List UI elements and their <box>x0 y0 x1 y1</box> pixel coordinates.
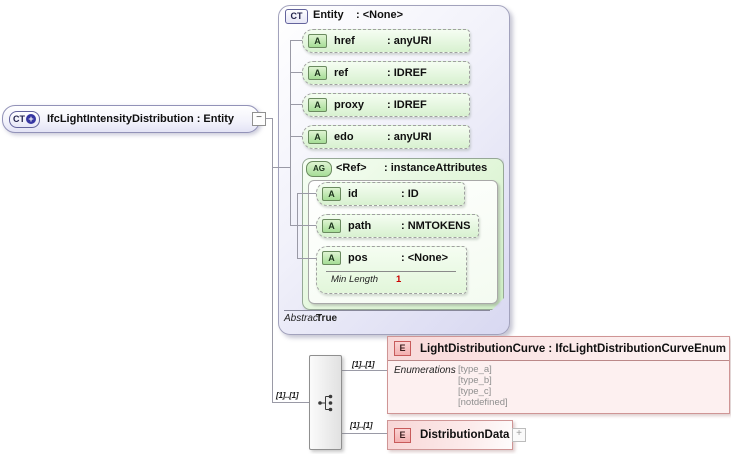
element-node-light-distribution-curve[interactable]: E LightDistributionCurve : IfcLightDistr… <box>387 336 730 414</box>
attribute-name: ref <box>334 67 349 79</box>
attribute-type: : <None> <box>401 252 449 264</box>
abstract-value: True <box>316 313 338 324</box>
attribute-node-ref[interactable]: A ref : IDREF <box>302 61 470 85</box>
enumeration-value: [notdefined] <box>458 397 508 408</box>
connector-line <box>297 258 318 259</box>
attribute-node-proxy[interactable]: A proxy : IDREF <box>302 93 470 117</box>
attribute-group-type: : instanceAttributes <box>384 162 488 174</box>
attribute-type: : IDREF <box>387 99 427 111</box>
element-node-distribution-data[interactable]: E DistributionData <box>387 420 513 450</box>
cardinality-label: [1]..[1] <box>352 360 375 369</box>
enumeration-value: [type_b] <box>458 375 492 386</box>
ct-badge: CT <box>285 9 308 24</box>
attribute-name: href <box>334 35 355 47</box>
attribute-node-edo[interactable]: A edo : anyURI <box>302 125 470 149</box>
facet-value: 1 <box>396 274 402 285</box>
element-title: LightDistributionCurve : IfcLightDistrib… <box>420 342 727 355</box>
cardinality-label: [1]..[1] <box>350 421 373 430</box>
attribute-type: : NMTOKENS <box>401 220 471 232</box>
connector-line <box>290 104 304 105</box>
attribute-type: : anyURI <box>387 35 432 47</box>
attribute-name: path <box>348 220 372 232</box>
complex-type-icon: CT + <box>9 110 40 128</box>
attribute-type: : IDREF <box>387 67 427 79</box>
connector-line <box>340 370 387 371</box>
attribute-name: proxy <box>334 99 364 111</box>
connector-line <box>290 225 298 226</box>
entity-name: Entity <box>313 9 344 21</box>
element-header: E LightDistributionCurve : IfcLightDistr… <box>388 337 729 361</box>
sequence-icon <box>317 394 332 411</box>
connector-line <box>290 72 304 73</box>
connector-line <box>340 433 387 434</box>
plus-circle-icon: + <box>26 114 36 124</box>
attribute-icon: A <box>322 187 341 201</box>
attribute-node-id[interactable]: A id : ID <box>316 182 465 206</box>
connector-line <box>272 167 291 168</box>
connector-line <box>272 118 273 403</box>
element-title: DistributionData <box>420 429 510 441</box>
element-title: IfcLightIntensityDistribution : Entity <box>47 113 234 125</box>
cardinality-label: [1]..[1] <box>276 391 299 400</box>
attribute-type: : ID <box>401 188 419 200</box>
sequence-compositor[interactable] <box>309 355 342 450</box>
attribute-group-name: <Ref> <box>336 162 367 174</box>
attribute-node-href[interactable]: A href : anyURI <box>302 29 470 53</box>
attribute-node-pos[interactable]: A pos : <None> Min Length 1 <box>316 246 467 294</box>
facet-label: Min Length <box>331 274 379 285</box>
attribute-node-path[interactable]: A path : NMTOKENS <box>316 214 479 238</box>
attribute-name: edo <box>334 131 354 143</box>
expand-button[interactable]: + <box>512 428 526 442</box>
entity-base-type: : <None> <box>356 9 404 21</box>
abstract-separator <box>284 310 490 311</box>
element-icon: E <box>394 427 411 443</box>
attribute-name: pos <box>348 252 368 264</box>
connector-line <box>272 402 309 403</box>
connector-line <box>290 136 304 137</box>
connector-line <box>297 225 318 226</box>
attribute-icon: A <box>308 130 327 144</box>
connector-line <box>290 40 291 226</box>
enumerations-label: Enumerations <box>394 365 456 376</box>
attribute-icon: A <box>308 34 327 48</box>
attribute-icon: A <box>322 219 341 233</box>
connector-line <box>264 118 273 119</box>
ct-badge-label: CT <box>13 114 25 124</box>
attribute-group-icon: AG <box>306 161 332 177</box>
connector-line <box>290 40 304 41</box>
enumeration-value: [type_c] <box>458 386 492 397</box>
attribute-icon: A <box>308 98 327 112</box>
enumeration-value: [type_a] <box>458 364 492 375</box>
abstract-label: Abstract <box>284 313 321 324</box>
complex-type-element-node[interactable]: CT + IfcLightIntensityDistribution : Ent… <box>2 105 260 133</box>
connector-line <box>297 193 318 194</box>
collapse-button[interactable]: − <box>252 112 266 126</box>
enumerations-section: Enumerations [type_a] [type_b] [type_c] … <box>388 361 729 413</box>
element-icon: E <box>394 341 411 356</box>
facet-separator <box>326 271 456 272</box>
connector-line <box>297 193 298 259</box>
attribute-icon: A <box>308 66 327 80</box>
attribute-type: : anyURI <box>387 131 432 143</box>
attribute-icon: A <box>322 251 341 265</box>
attribute-name: id <box>348 188 358 200</box>
